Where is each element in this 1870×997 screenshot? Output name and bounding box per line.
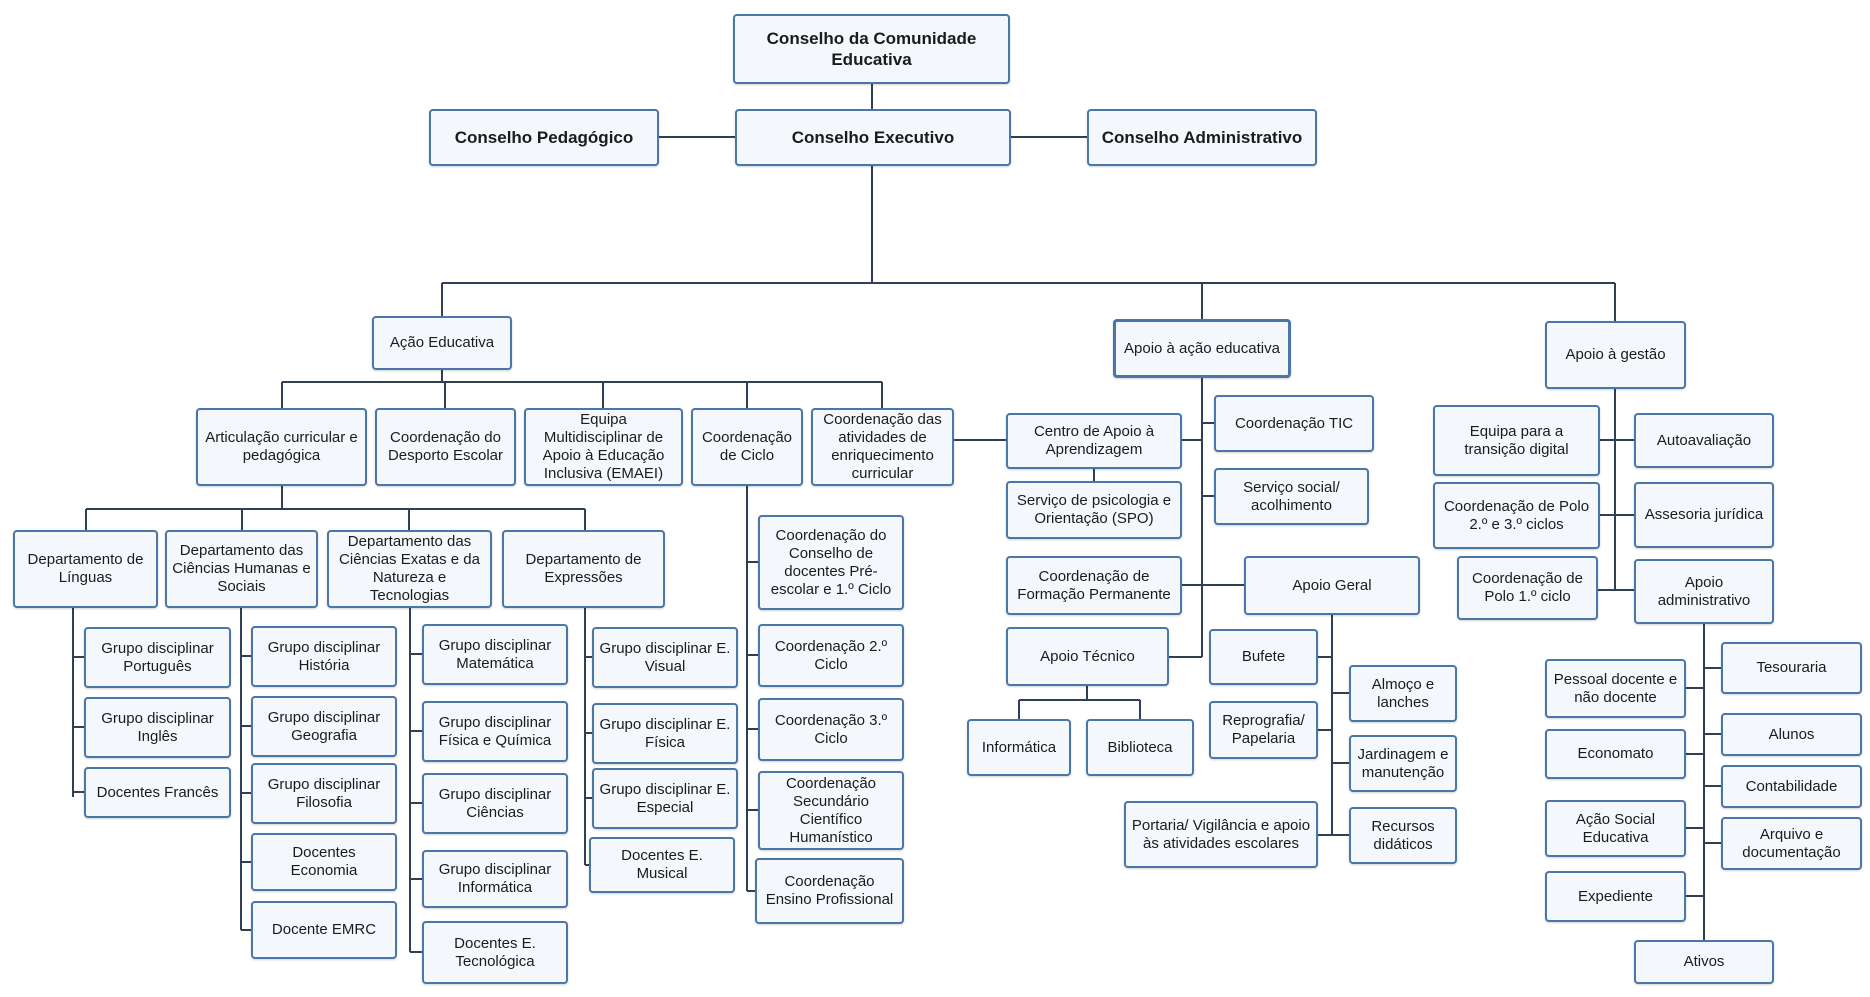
node-coord-enriquecimento: Coordenação das atividades de enriquecim… — [811, 408, 954, 486]
node-jardinagem: Jardinagem e manutenção — [1349, 735, 1457, 792]
node-emaei: Equipa Multidisciplinar de Apoio à Educa… — [524, 408, 683, 486]
node-doc-emrc: Docente EMRC — [251, 901, 397, 959]
node-conselho-comunidade: Conselho da Comunidade Educativa — [733, 14, 1010, 84]
node-doc-frances: Docentes Francês — [84, 767, 231, 818]
node-arquivo: Arquivo e documentação — [1721, 817, 1862, 870]
node-coord-conselho-docentes: Coordenação do Conselho de docentes Pré-… — [758, 515, 904, 610]
node-ativos: Ativos — [1634, 940, 1774, 984]
node-gd-ciencias: Grupo disciplinar Ciências — [422, 773, 568, 834]
node-apoio-tecnico: Apoio Técnico — [1006, 627, 1169, 686]
node-dep-linguas: Departamento de Línguas — [13, 530, 158, 608]
node-acao-social: Ação Social Educativa — [1545, 800, 1686, 857]
node-coord-profissional: Coordenação Ensino Profissional — [755, 858, 904, 924]
node-gd-e-especial: Grupo disciplinar E. Especial — [592, 768, 738, 829]
node-conselho-pedagogico: Conselho Pedagógico — [429, 109, 659, 166]
node-contabilidade: Contabilidade — [1721, 765, 1862, 808]
node-servico-social: Serviço social/ acolhimento — [1214, 468, 1369, 525]
node-gd-informatica: Grupo disciplinar Informática — [422, 850, 568, 908]
node-coord-secundario: Coordenação Secundário Científico Humaní… — [758, 771, 904, 850]
node-coord-desporto: Coordenação do Desporto Escolar — [375, 408, 516, 486]
node-economato: Economato — [1545, 729, 1686, 779]
node-apoio-acao-educativa: Apoio à ação educativa — [1113, 319, 1291, 378]
node-gd-filosofia: Grupo disciplinar Filosofia — [251, 763, 397, 824]
node-recursos: Recursos didáticos — [1349, 807, 1457, 864]
node-autoavaliacao: Autoavaliação — [1634, 413, 1774, 468]
node-coord-polo-23: Coordenação de Polo 2.º e 3.º ciclos — [1433, 482, 1600, 549]
node-articulacao: Articulação curricular e pedagógica — [196, 408, 367, 486]
node-conselho-executivo: Conselho Executivo — [735, 109, 1011, 166]
node-bufete: Bufete — [1209, 629, 1318, 685]
node-coord-ciclo: Coordenação de Ciclo — [691, 408, 803, 486]
node-doc-economia: Docentes Economia — [251, 833, 397, 891]
node-conselho-administrativo: Conselho Administrativo — [1087, 109, 1317, 166]
node-gd-geografia: Grupo disciplinar Geografia — [251, 696, 397, 757]
node-pessoal: Pessoal docente e não docente — [1545, 659, 1686, 718]
node-apoio-geral: Apoio Geral — [1244, 556, 1420, 615]
node-dep-expressoes: Departamento de Expressões — [502, 530, 665, 608]
node-acao-educativa: Ação Educativa — [372, 316, 512, 370]
node-reprografia: Reprografia/ Papelaria — [1209, 701, 1318, 759]
node-centro-apoio: Centro de Apoio à Aprendizagem — [1006, 413, 1182, 469]
node-coord-polo-1: Coordenação de Polo 1.º ciclo — [1457, 556, 1598, 620]
node-apoio-administrativo: Apoio administrativo — [1634, 559, 1774, 624]
node-dep-humanas: Departamento das Ciências Humanas e Soci… — [165, 530, 318, 608]
node-expediente: Expediente — [1545, 871, 1686, 922]
node-doc-e-musical: Docentes E. Musical — [589, 837, 735, 893]
node-almoco: Almoço e lanches — [1349, 665, 1457, 722]
node-spo: Serviço de psicologia e Orientação (SPO) — [1006, 481, 1182, 539]
node-gd-historia: Grupo disciplinar História — [251, 626, 397, 687]
node-dep-exatas: Departamento das Ciências Exatas e da Na… — [327, 530, 492, 608]
node-gd-ingles: Grupo disciplinar Inglês — [84, 697, 231, 758]
node-informatica: Informática — [967, 719, 1071, 776]
node-apoio-gestao: Apoio à gestão — [1545, 321, 1686, 389]
node-biblioteca: Biblioteca — [1086, 719, 1194, 776]
node-portaria: Portaria/ Vigilância e apoio às atividad… — [1124, 801, 1318, 868]
node-gd-fisica-quimica: Grupo disciplinar Física e Química — [422, 701, 568, 762]
node-coord-tic: Coordenação TIC — [1214, 395, 1374, 452]
node-coord-3-ciclo: Coordenação 3.º Ciclo — [758, 698, 904, 761]
node-coord-formacao: Coordenação de Formação Permanente — [1006, 556, 1182, 615]
node-gd-e-fisica: Grupo disciplinar E. Física — [592, 703, 738, 764]
node-gd-portugues: Grupo disciplinar Português — [84, 627, 231, 688]
node-doc-e-tecnologica: Docentes E. Tecnológica — [422, 921, 568, 984]
node-alunos: Alunos — [1721, 713, 1862, 756]
node-equipa-digital: Equipa para a transição digital — [1433, 405, 1600, 476]
node-coord-2-ciclo: Coordenação 2.º Ciclo — [758, 624, 904, 687]
node-gd-e-visual: Grupo disciplinar E. Visual — [592, 627, 738, 688]
node-gd-matematica: Grupo disciplinar Matemática — [422, 624, 568, 685]
node-assessoria: Assesoria jurídica — [1634, 482, 1774, 548]
node-tesouraria: Tesouraria — [1721, 642, 1862, 694]
